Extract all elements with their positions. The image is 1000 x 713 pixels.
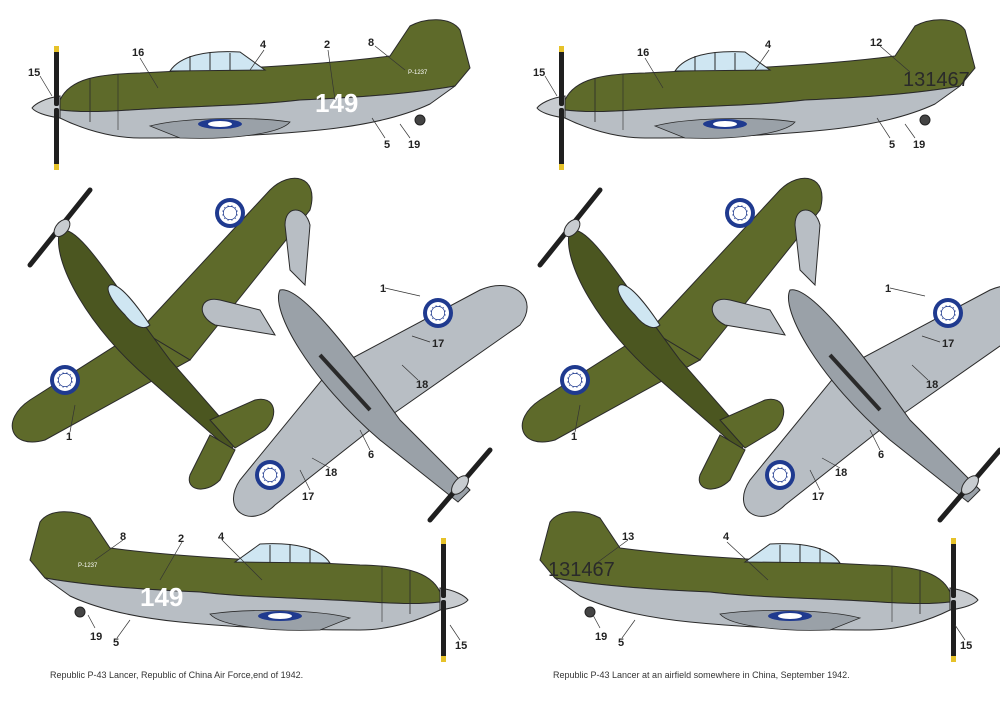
fuselage-code-text-bottom: 149 (140, 582, 183, 612)
callout-18: 18 (416, 379, 428, 391)
callout-6: 6 (368, 449, 374, 461)
callout-1: 1 (66, 431, 72, 443)
callout-5: 5 (889, 139, 895, 151)
caption-left: Republic P-43 Lancer, Republic of China … (50, 670, 304, 680)
callout-4: 4 (218, 531, 225, 543)
callout-19: 19 (408, 139, 420, 151)
callout-17: 17 (432, 338, 444, 350)
callout-15: 15 (960, 640, 972, 652)
callout-4: 4 (765, 39, 772, 51)
callout-19: 19 (90, 631, 102, 643)
callout-17: 17 (942, 338, 954, 350)
tail-serial-text: P-1237 (408, 70, 428, 76)
callout-4: 4 (260, 39, 267, 51)
callout-17: 17 (302, 491, 314, 503)
tail-code-text-bottom: 131467 (548, 559, 615, 581)
left-top-profile: P-1237 149 (31, 19, 471, 171)
callout-19: 19 (595, 631, 607, 643)
callout-13: 13 (622, 531, 634, 543)
callout-2: 2 (178, 533, 184, 545)
fuselage-code-text: 149 (315, 88, 358, 118)
callout-2: 2 (324, 39, 330, 51)
callout-8: 8 (368, 37, 374, 49)
right-top-profile: 131467 (536, 19, 976, 171)
leader-lines (39, 45, 966, 641)
callout-16: 16 (637, 47, 649, 59)
callout-15: 15 (533, 67, 545, 79)
callout-19: 19 (913, 139, 925, 151)
callout-1: 1 (571, 431, 577, 443)
callout-1: 1 (380, 283, 386, 295)
callout-15: 15 (455, 640, 467, 652)
caption-right: Republic P-43 Lancer at an airfield some… (553, 670, 850, 680)
callout-18: 18 (926, 379, 938, 391)
callout-6: 6 (878, 449, 884, 461)
tail-code-text: 131467 (903, 69, 970, 91)
callout-18: 18 (325, 467, 337, 479)
callout-1: 1 (885, 283, 891, 295)
callout-4: 4 (723, 531, 730, 543)
callout-5: 5 (113, 637, 119, 649)
callout-12: 12 (870, 37, 882, 49)
callout-16: 16 (132, 47, 144, 59)
callout-15: 15 (28, 67, 40, 79)
callout-5: 5 (618, 637, 624, 649)
callout-5: 5 (384, 139, 390, 151)
callout-8: 8 (120, 531, 126, 543)
tail-serial-text-bottom: P-1237 (78, 563, 98, 569)
callout-18: 18 (835, 467, 847, 479)
callout-17: 17 (812, 491, 824, 503)
